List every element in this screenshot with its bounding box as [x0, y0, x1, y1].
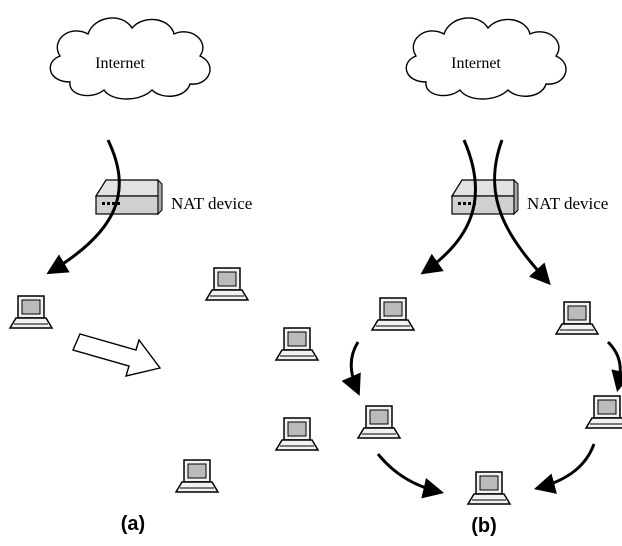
path-arrow-b-right — [493, 139, 551, 286]
nat-label-a: NAT device — [171, 194, 252, 213]
nat-label-b: NAT device — [527, 194, 608, 213]
relay-arrow-b-1 — [341, 341, 361, 396]
laptop-a-origin — [9, 295, 53, 329]
nat-device-a — [95, 179, 163, 215]
move-arrow-icon — [72, 333, 162, 377]
laptop-b-3 — [357, 405, 401, 439]
panel-label-b: (b) — [471, 515, 497, 537]
laptop-b-2 — [555, 301, 599, 335]
laptop-a-4 — [175, 459, 219, 493]
laptop-a-3 — [275, 417, 319, 451]
relay-arrow-b-3 — [376, 453, 445, 499]
relay-arrow-b-4 — [533, 443, 596, 494]
path-arrow-b-left — [420, 139, 478, 275]
panel-label-a: (a) — [121, 513, 145, 535]
panel-b: Internet NAT device (b) — [341, 17, 622, 537]
laptop-b-1 — [371, 297, 415, 331]
laptop-a-1 — [205, 267, 249, 301]
internet-label-a: Internet — [95, 55, 145, 72]
panel-a: Internet NAT device (a) — [9, 17, 319, 535]
laptop-a-2 — [275, 327, 319, 361]
internet-label-b: Internet — [451, 55, 501, 72]
nat-device-b — [451, 179, 519, 215]
laptop-b-5 — [467, 471, 511, 505]
laptop-b-4 — [585, 395, 622, 429]
relay-arrow-b-2 — [606, 340, 622, 393]
path-arrow-a — [46, 139, 121, 275]
